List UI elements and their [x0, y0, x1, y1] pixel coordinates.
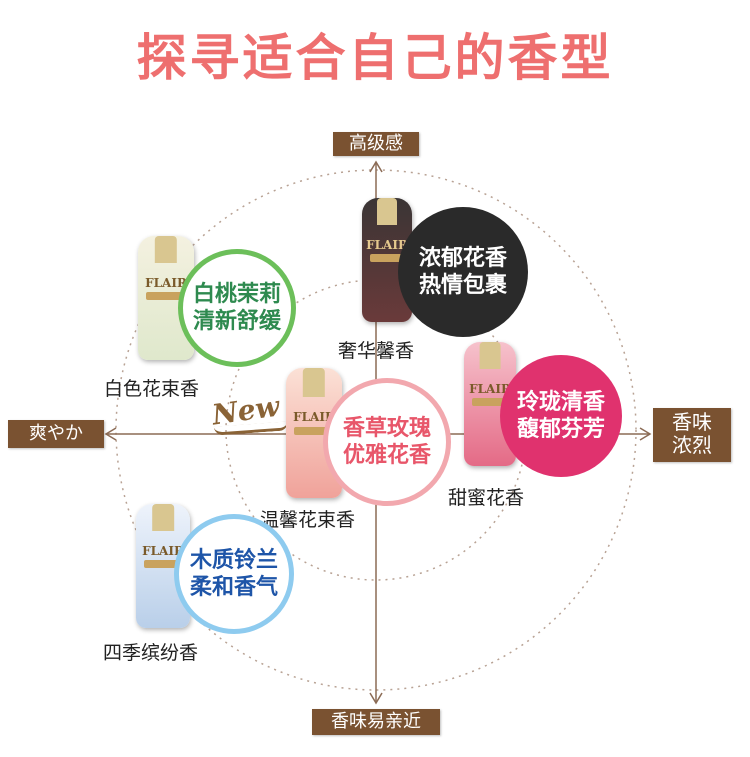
arrow-left-icon — [104, 427, 117, 441]
axis-label-right: 香味 浓烈 — [653, 408, 731, 462]
brand-label: FLAIR — [293, 409, 335, 424]
bubble-line2: 馥郁芬芳 — [516, 417, 605, 442]
brand-label: FLAIR — [145, 275, 187, 290]
axis-label-right-line2: 浓烈 — [672, 433, 712, 457]
outer-guide-circle — [115, 169, 637, 691]
arrow-right-icon — [639, 427, 652, 441]
bubble-line2: 清新舒缓 — [192, 309, 281, 334]
brand-label: FLAIR — [366, 237, 408, 252]
bubble-line1: 玲珑清香 — [516, 389, 605, 415]
product-name-seasons: 四季缤纷香 — [103, 642, 199, 664]
scent-bubble-seasons: 木质铃兰 柔和香气 — [174, 514, 294, 634]
bubble-line1: 香草玫瑰 — [342, 415, 431, 441]
scent-bubble-white: 白桃茉莉 清新舒缓 — [178, 249, 296, 367]
axis-label-right-line1: 香味 — [672, 410, 712, 434]
axis-label-left: 爽やか — [8, 420, 104, 448]
product-bottle-sweet: FLAIR — [464, 342, 516, 466]
product-name-sweet: 甜蜜花香 — [448, 487, 525, 509]
bubble-line1: 浓郁花香 — [418, 245, 507, 271]
brand-label: FLAIR — [469, 381, 511, 396]
product-name-luxury: 奢华馨香 — [338, 340, 415, 362]
brand-label: FLAIR — [142, 543, 184, 558]
axis-label-top: 高级感 — [333, 132, 419, 156]
scent-bubble-sweet: 玲珑清香 馥郁芬芳 — [500, 355, 622, 477]
bubble-line2: 热情包裹 — [418, 273, 507, 298]
product-name-warm: 温馨花束香 — [260, 509, 356, 531]
scent-bubble-luxury: 浓郁花香 热情包裹 — [398, 207, 528, 337]
scent-bubble-warm: 香草玫瑰 优雅花香 — [323, 378, 451, 506]
bubble-line1: 白桃茉莉 — [192, 281, 281, 307]
product-name-white: 白色花束香 — [104, 378, 200, 400]
bubble-line2: 柔和香气 — [189, 575, 278, 600]
arrow-down-icon — [369, 692, 383, 705]
product-bottle-luxury: FLAIR — [362, 198, 412, 322]
arrow-up-icon — [369, 160, 383, 173]
bubble-line2: 优雅花香 — [342, 443, 431, 468]
axis-label-bottom: 香味易亲近 — [312, 709, 440, 735]
page-title: 探寻适合自己的香型 — [136, 29, 614, 87]
bubble-line1: 木质铃兰 — [189, 547, 278, 573]
